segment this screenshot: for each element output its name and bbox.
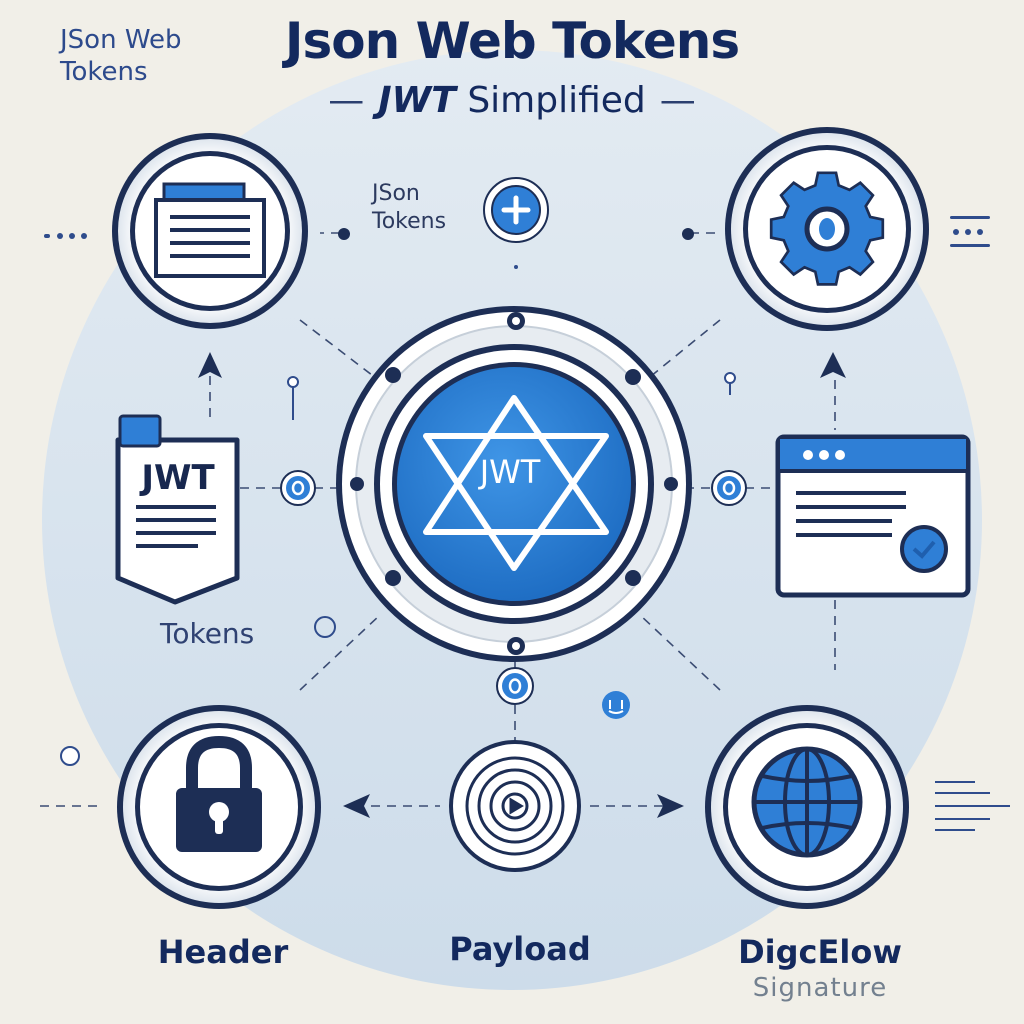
document-node[interactable] — [112, 133, 308, 329]
payload-node[interactable] — [449, 740, 581, 872]
signature-node[interactable] — [705, 705, 909, 909]
arrow-icon — [198, 228, 846, 818]
browser-window-icon[interactable] — [775, 434, 971, 598]
header-label: Header — [157, 933, 289, 971]
page-subtitle: — JWT Simplified — — [0, 80, 1024, 121]
target-icon — [465, 756, 565, 856]
payload-label: Payload — [449, 930, 591, 968]
subtitle-bold: JWT — [378, 80, 456, 121]
jwt-document-icon[interactable] — [115, 414, 240, 605]
signature-label: DigcElow — [738, 933, 902, 971]
hub-label: JWT — [479, 453, 541, 491]
motion-lines — [935, 781, 1010, 831]
page-title: Json Web Tokens — [284, 12, 740, 70]
globe-icon — [751, 746, 863, 858]
subtitle-dash-left: — — [328, 80, 365, 121]
subtitle-rest: Simplified — [467, 80, 646, 121]
plus-badge-icon[interactable] — [483, 177, 549, 243]
hub-bolts — [350, 312, 678, 655]
connector-knobs — [280, 470, 747, 719]
signature-sublabel: Signature — [752, 973, 888, 1003]
jwt-document-label: JWT — [141, 458, 215, 498]
jwt-hub[interactable] — [336, 306, 692, 662]
header-node[interactable] — [117, 705, 321, 909]
dash-decorations — [44, 216, 990, 247]
corner-label: JSon Web Tokens — [60, 25, 182, 87]
tokens-label: Tokens — [160, 617, 255, 650]
jwt-star-icon — [423, 395, 609, 571]
pin-decorations — [60, 372, 736, 766]
settings-node[interactable] — [725, 127, 929, 331]
gear-icon — [769, 171, 885, 286]
document-icon — [154, 182, 266, 278]
padlock-icon — [176, 735, 262, 852]
subtitle-dash-right: — — [659, 80, 696, 121]
json-tokens-label: JSon Tokens — [372, 181, 447, 234]
